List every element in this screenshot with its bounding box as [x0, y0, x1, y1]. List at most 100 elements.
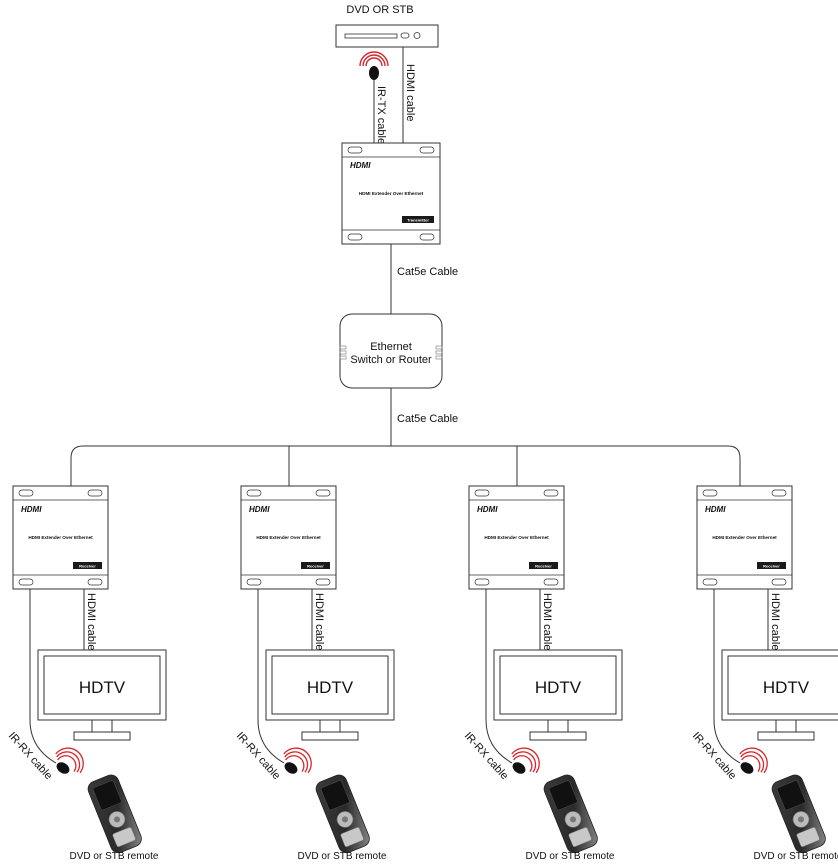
remote-screen: [320, 780, 350, 811]
receiver-tag-label: Receiver: [79, 563, 96, 568]
hdtv: HDTV: [265, 649, 395, 741]
remote-ok-button: [341, 816, 348, 823]
receiver-body: [240, 485, 337, 590]
port-icon: [339, 355, 347, 360]
mount-hole-icon: [771, 578, 787, 586]
ir-rx-cable-label: IR-RX cable: [462, 730, 511, 782]
source-label: DVD OR STB: [346, 4, 413, 16]
mount-hole-icon: [419, 146, 435, 154]
receiver-body: [696, 485, 793, 590]
ir-tx-eye: [369, 66, 379, 80]
ir-tx-emitter: [359, 51, 389, 143]
hdtv-screen: [43, 655, 161, 715]
mount-hole-icon: [771, 489, 787, 497]
ir-signal-icon: [284, 751, 309, 773]
remote-control: [771, 774, 826, 854]
ir-rx-cable: [485, 589, 513, 764]
remote-control: [315, 774, 370, 854]
receiver-hdmi-cable-label: HDMI cable: [541, 593, 553, 650]
transmitter-product-label: HDMI Extender Over Ethernet: [359, 191, 424, 196]
remote-screen: [92, 780, 122, 811]
port-icon: [339, 345, 347, 350]
ir-rx-cable-label: IR-RX cable: [6, 730, 55, 782]
ir-tx-cable-label: IR-TX cable: [375, 86, 387, 144]
remote-keypad: [796, 827, 820, 847]
mount-hole-icon: [246, 489, 262, 497]
mount-hole-icon: [419, 233, 435, 241]
mount-hole-icon: [315, 578, 331, 586]
hdtv-screen: [499, 655, 617, 715]
mount-hole-icon: [18, 578, 34, 586]
transmitter-unit: HDMI HDMI Extender Over Ethernet Transmi…: [341, 142, 441, 245]
ir-signal-icon: [511, 747, 540, 774]
ir-signal-icon: [285, 755, 305, 772]
receiver-tag: [529, 562, 558, 569]
ir-signal-icon: [362, 54, 386, 67]
ir-signal-icon: [513, 755, 533, 772]
remote-label: DVD or STB remote: [298, 851, 387, 862]
ir-rx-eye: [512, 762, 526, 774]
mount-hole-icon: [702, 489, 718, 497]
ir-rx-eye: [56, 762, 70, 774]
ir-signal-icon: [740, 751, 765, 773]
remote-label: DVD or STB remote: [70, 851, 159, 862]
receiver-product-label: HDMI Extender Over Ethernet: [484, 535, 549, 540]
transmitter-tag: [402, 216, 434, 223]
mount-hole-icon: [543, 578, 559, 586]
receiver-hdmi-cable-label: HDMI cable: [313, 593, 325, 650]
hdtv-neck: [91, 719, 113, 733]
mount-hole-icon: [474, 578, 490, 586]
remote-ok-button: [569, 816, 576, 823]
ir-signal-icon: [55, 747, 84, 774]
ir-rx-eye: [284, 762, 298, 774]
hdtv-screen: [271, 655, 389, 715]
mount-hole-icon: [347, 233, 363, 241]
disc-slot: [344, 33, 398, 39]
hdtv-label: HDTV: [763, 678, 810, 697]
ir-signal-icon: [359, 51, 389, 67]
mount-hole-icon: [87, 578, 103, 586]
remote-control: [87, 774, 142, 854]
ir-signal-icon: [56, 751, 81, 773]
switch-label-line2: Switch or Router: [350, 354, 432, 366]
transmitter-tag-label: Transmitter: [407, 217, 429, 222]
uplink-cable-label: Cat5e Cable: [397, 266, 458, 278]
remote-keypad: [112, 827, 136, 847]
mount-hole-icon: [543, 489, 559, 497]
power-button: [413, 32, 421, 39]
hdtv-stand: [73, 731, 131, 741]
receiver-hdmi-cable-label: HDMI cable: [85, 593, 97, 650]
hdtv-label: HDTV: [79, 678, 126, 697]
hdtv-label: HDTV: [535, 678, 582, 697]
mount-hole-icon: [18, 489, 34, 497]
receiver-brand-logo: HDMI: [249, 505, 270, 514]
ir-signal-icon: [741, 755, 761, 772]
ir-signal-icon: [739, 747, 768, 774]
ir-rx-cable: [713, 589, 741, 764]
switch-ports-left: [339, 345, 347, 360]
remote-ok-button: [113, 816, 120, 823]
hdtv-stand: [757, 731, 815, 741]
receiver-tag: [757, 562, 786, 569]
receiver-product-label: HDMI Extender Over Ethernet: [256, 535, 321, 540]
distribution-bus: [70, 445, 741, 486]
downlink-cable-label: Cat5e Cable: [397, 413, 458, 425]
receiver-tag-label: Receiver: [763, 563, 780, 568]
port-icon: [435, 345, 443, 350]
switch-label-line1: Ethernet: [370, 341, 412, 353]
receiver-body: [12, 485, 109, 590]
ir-rx-cable-label: IR-RX cable: [690, 730, 739, 782]
hdtv-label: HDTV: [307, 678, 354, 697]
receiver-tag: [301, 562, 330, 569]
port-icon: [435, 350, 443, 355]
hdtv-stand: [529, 731, 587, 741]
receiver-brand-logo: HDMI: [705, 505, 726, 514]
